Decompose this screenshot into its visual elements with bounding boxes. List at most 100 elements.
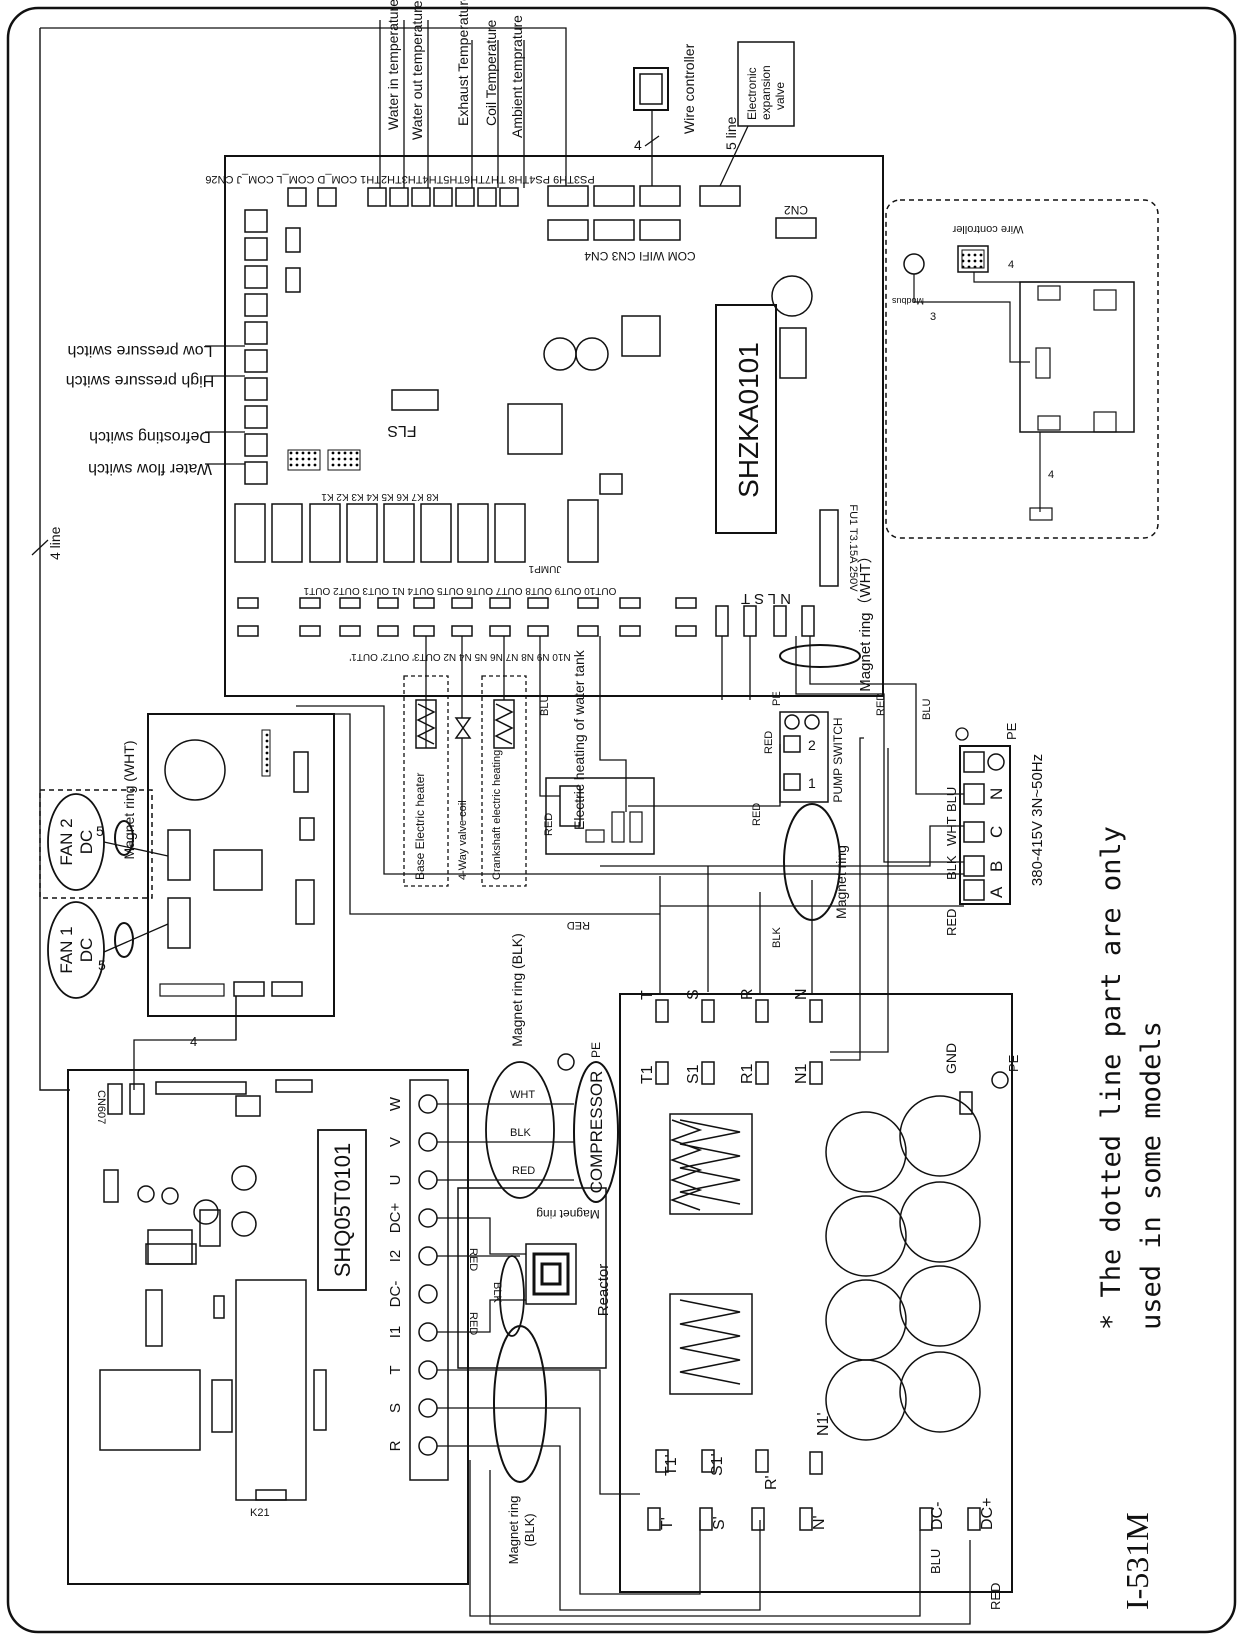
filter-gnd: GND [943,1043,959,1074]
pump-switch-label: PUMP SWITCH [831,717,845,802]
compressor-pe: PE [589,1042,603,1058]
pump-pin-2: 2 [808,737,816,753]
power-color-wht: WHT [944,816,959,846]
pump-switch: 2 1 PUMP SWITCH PE [771,691,845,803]
filter-n1p: N1' [815,1412,832,1436]
inv-term-s: S [387,1403,404,1413]
inverter-model: SHQ05T0101 [330,1143,355,1278]
note-line2: used in some models [1136,1021,1167,1330]
filter-out-r1: R1 [739,1063,756,1084]
wire-red-5: RED [543,813,555,836]
inv-term-v: V [387,1137,404,1147]
note-line1: * The dotted line part are only [1096,826,1127,1330]
wire-red-3: RED [763,731,775,754]
inset-count-3: 4 [1048,469,1054,481]
fan2-label: FAN 2 [57,818,76,865]
main-board: SHZKA0101 PS3TH9 PS4TH8 TH7TH6TH5TH4TH3T… [205,155,884,697]
switch-low-pressure: Low pressure switch [68,342,213,359]
inset-count-2: 3 [930,311,936,323]
compressor-magnet-ring: Magnet ring (BLK) [509,933,525,1047]
inv-term-t: T [387,1365,404,1374]
n-labels: N10 N9 N8 N7 N6 N5 N4 N2 OUT3' OUT2' OUT… [349,651,570,662]
inv-term-i1: I1 [387,1326,404,1339]
filter-out-n1: N1 [793,1063,810,1084]
reactor: Reactor Magnet ring RED RED BLK [437,1187,612,1369]
fan2-dc: DC [77,830,96,855]
filter-out-n: N [793,988,810,1000]
power-color-blu: BLU [944,787,959,812]
filter-out-r: R [739,988,756,1000]
expansion-valve-label: Electronic [745,67,759,120]
filter-tp: T' [659,1517,676,1530]
inset-box: Wire controller Modbus 4 3 4 [885,199,1159,539]
power-pe: PE [1004,722,1019,740]
power-terminal: N C B A BLU WHT BLK RED PE 380-415V 3N~5… [944,722,1046,936]
switch-labels: Low pressure switch High pressure switch… [66,342,245,477]
wire-red-2: RED [875,693,887,716]
filter-s1p: S1' [709,1453,726,1476]
load-4way: 4-Way valve coil [457,800,469,880]
bottom-wires [437,1369,971,1625]
compressor-blk: BLK [510,1127,531,1139]
fan2-wires: 5 [96,823,104,839]
filter-sp: S' [711,1516,728,1530]
inv-term-i2: I2 [387,1250,404,1263]
relays [234,499,839,587]
fan-board: FAN 2 DC FAN 1 DC Magnet ring (WHT) 5 5 … [39,713,335,1090]
outer-frame [6,6,1237,1634]
power-color-red: RED [944,909,959,936]
filter-rp: R' [763,1475,780,1490]
switch-connectors [244,209,301,485]
filter-board: T S R N T1 S1 R1 N1 GND PE T1' S1' N1' T… [619,988,1021,1610]
top-connectors [287,185,817,241]
wire-red-1: RED [567,919,590,931]
main-board-model-box [715,304,777,534]
inverter-k21: K21 [250,1507,270,1519]
inset-count-1: 4 [1008,259,1014,271]
wire-controller: Wire controller 4 [633,43,697,186]
sensor-water-out: Water out temperature [409,0,425,140]
left-line-label: 4 line [47,526,63,560]
pump-pe: PE [771,691,783,706]
sensor-water-in: Water in temperature [385,0,401,130]
filter-out-s: S [685,989,702,1000]
inv-term-r: R [387,1440,404,1451]
main-magnet-ring-label: Magnet ring（WHT） [857,548,874,691]
distribution-wires [296,636,964,1061]
compressor-label: COMPRESSOR [587,1071,606,1194]
out-labels: OUT10 OUT9 OUT8 OUT7 OUT6 OUT5 OUT4 N1 O… [303,585,616,596]
power-pin-a: A [987,886,1006,898]
center-magnet-ring-label: Magnet ring [833,845,849,919]
filter-t1p: T1' [663,1454,680,1476]
sensor-labels: Water in temperature Water out temperatu… [40,0,567,188]
filter-out-t1: T1 [639,1065,656,1084]
wire-controller-count: 4 [634,137,642,153]
relay-labels: K8 K7 K6 K5 K4 K3 K2 K1 [321,491,439,502]
wire-blu-2: BLU [921,699,933,720]
doc-code: I-531M [1119,1512,1155,1610]
inv-term-dcplus: DC+ [387,1203,404,1234]
inv-term-dcminus: DC- [387,1281,404,1308]
switch-defrosting: Defrosting switch [89,428,211,445]
expansion-valve-line: 5 line [723,116,739,150]
load-base-heater: Base Electric heater [413,773,427,880]
fan-link-wires: 4 [190,1034,197,1049]
sensor-coil: Coil Temperature [483,19,499,126]
reactor-blk: BLK [491,1282,503,1303]
center-magnet-ring [783,803,841,921]
load-crankshaft: Crankshaft electric heating [491,750,503,880]
power-supply-label: 380-415V 3N~50Hz [1029,754,1046,886]
inset-wire-controller: Wire controller [952,223,1023,235]
jump-label: JUMP1 [528,563,561,574]
filter-dcminus: DC- [929,1502,946,1530]
inverter-model-box [317,1129,367,1291]
inverter-cn607: CN607 [95,1090,107,1124]
expansion-valve-label2: expansion [759,65,773,120]
reactor-red-1: RED [467,1248,479,1271]
top-connector-labels: PS3TH9 PS4TH8 TH7TH6TH5TH4TH3TH2TH1 COM_… [205,173,594,185]
reactor-red-2: RED [467,1312,479,1335]
fls-label: FLS [387,422,416,439]
inverter-board: SHQ05T0101 W V U DC+ I2 DC- I1 T S R [67,996,469,1585]
power-color-blk: BLK [944,855,959,880]
